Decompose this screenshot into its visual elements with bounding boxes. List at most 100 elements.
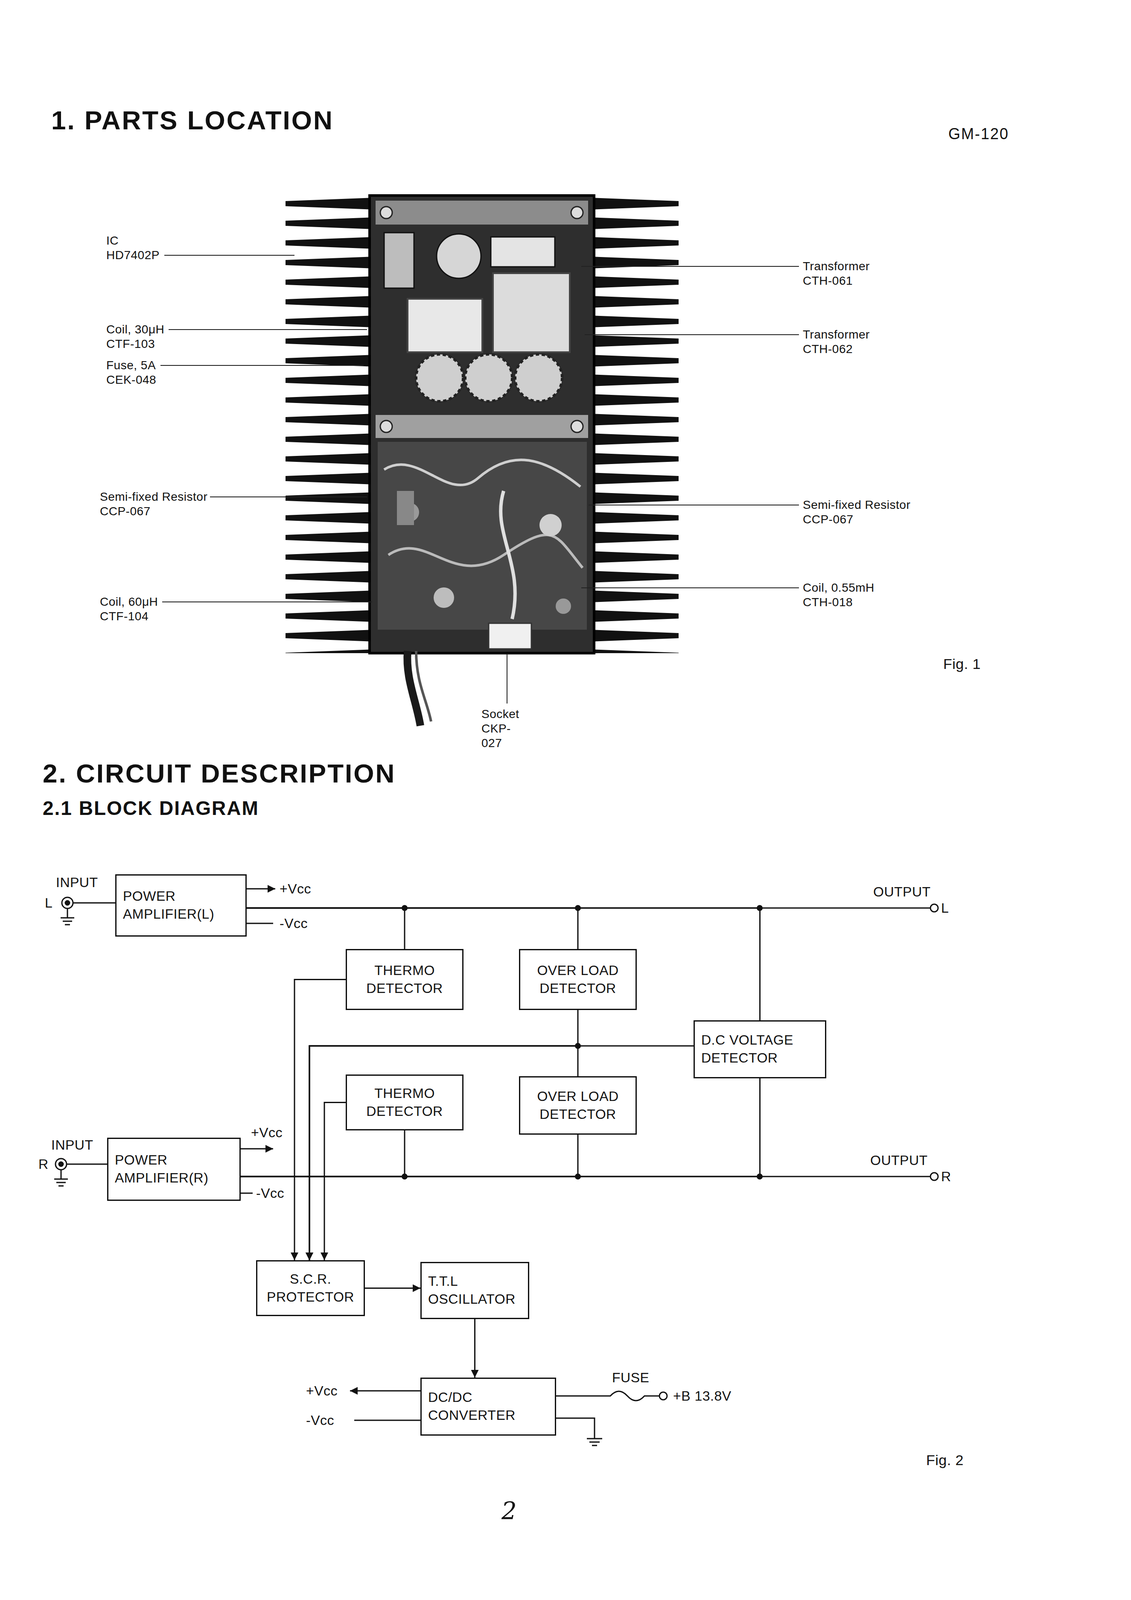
wire [500,490,516,619]
signal-connector [309,1045,694,1260]
signal-connector [474,1318,476,1378]
screw [380,206,393,219]
supply-terminal [659,1391,668,1400]
subsection-heading: 2.1 BLOCK DIAGRAM [42,796,260,820]
input-jack [58,1161,64,1166]
supply-name: +Vcc [279,880,312,897]
input-jack [55,1158,67,1170]
block-label: S.C.R. PROTECTOR [263,1270,358,1306]
block-label: OVER LOAD DETECTOR [526,1087,630,1123]
leader-lines [160,255,799,704]
output-terminal [930,903,939,912]
divider-bar [375,414,589,438]
block-label: THERMO DETECTOR [353,1084,456,1120]
ground-symbol [556,1417,603,1446]
socket [488,623,532,649]
capacitor [515,354,563,402]
signal-name: INPUT [51,1136,94,1153]
leader-line [584,334,799,336]
signal-connector [246,907,761,1021]
component [396,490,414,525]
supply-arrow [240,1148,274,1150]
heatsink-fins [285,194,376,653]
heatsink-fins [588,194,679,653]
amplifier-block: POWER AMPLIFIER(L) [115,874,247,937]
chassis [369,195,595,653]
leader-line [581,265,799,267]
block-label: DC/DC CONVERTER [428,1388,549,1424]
part-callout: Transformer CTH-061 [802,259,878,289]
supply-wire [240,1192,253,1194]
ground-symbol [60,908,75,925]
screw [571,420,583,433]
part-callout: Coil, 30μH CTF-103 [106,322,171,352]
cable [407,650,421,726]
detector-block: OVER LOAD DETECTOR [518,1075,637,1135]
model-number: GM-120 [948,124,1009,143]
fuse-label: FUSE [612,1369,650,1386]
block-label: POWER AMPLIFIER(R) [114,1151,234,1187]
supply-wire [246,922,274,925]
oscillator-block: T.T.L OSCILLATOR [420,1261,530,1319]
input-wire [72,902,116,904]
component [436,233,481,279]
signal-connector [246,907,578,949]
wire [388,534,583,568]
figure-number: Fig. 2 [926,1451,964,1469]
channel-name: L [44,894,53,911]
detector-block: THERMO DETECTOR [345,1074,464,1131]
amplifier-block: POWER AMPLIFIER(R) [107,1137,241,1201]
supply-name: +B 13.8V [673,1387,732,1404]
protector-block: S.C.R. PROTECTOR [256,1259,365,1316]
block-label: THERMO DETECTOR [353,961,456,997]
supply-arrow [349,1390,421,1392]
leader-line [209,496,368,498]
signal-connector [240,1078,761,1177]
page-number: 2 [501,1495,517,1525]
part-callout: Coil, 60μH CTF-104 [99,594,164,624]
signal-name: OUTPUT [870,1151,928,1169]
part-callout: Fuse, 5A CEK-048 [106,358,162,388]
part-callout: Semi-fixed Resistor CCP-067 [802,497,919,527]
signal-name: INPUT [55,874,99,891]
leader-line [162,601,373,603]
detector-block: D.C VOLTAGE DETECTOR [693,1020,827,1079]
channel-name: R [38,1155,49,1172]
signal-connector [246,907,405,949]
channel-name: R [941,1168,952,1185]
cable [416,650,432,722]
block-label: OVER LOAD DETECTOR [526,961,630,997]
part-callout: Semi-fixed Resistor CCP-067 [99,489,216,519]
signal-connector [324,1102,346,1261]
block-diagram-wiring [54,888,939,1446]
transformer [492,273,570,353]
block-label: D.C VOLTAGE DETECTOR [701,1031,819,1067]
supply-name: -Vcc [306,1411,335,1429]
signal-name: OUTPUT [873,883,931,900]
part-callout: Transformer CTH-062 [802,327,878,357]
fuse-symbol [556,1390,660,1401]
block-label: POWER AMPLIFIER(L) [122,887,240,923]
screw [571,206,583,219]
supply-arrow [246,888,276,890]
supply-name: +Vcc [306,1382,338,1399]
output-terminal [930,1172,939,1181]
wire [384,459,581,487]
supply-name: +Vcc [250,1124,283,1141]
input-jack [61,897,73,909]
signal-connector [309,1009,578,1260]
supply-name: -Vcc [256,1184,285,1201]
ground-symbol [54,1169,68,1186]
part-callout: Socket CKP-027 [481,706,529,751]
part-callout: Coil, 0.55mH CTH-018 [802,580,882,610]
component [539,513,562,537]
capacitor [465,354,513,402]
input-wire [66,1163,108,1165]
channel-name: L [941,899,949,916]
leader-line [164,254,295,256]
leader-line [160,364,364,366]
block-label: T.T.L OSCILLATOR [428,1272,522,1308]
supply-name: -Vcc [279,915,308,932]
detector-block: OVER LOAD DETECTOR [518,948,637,1010]
